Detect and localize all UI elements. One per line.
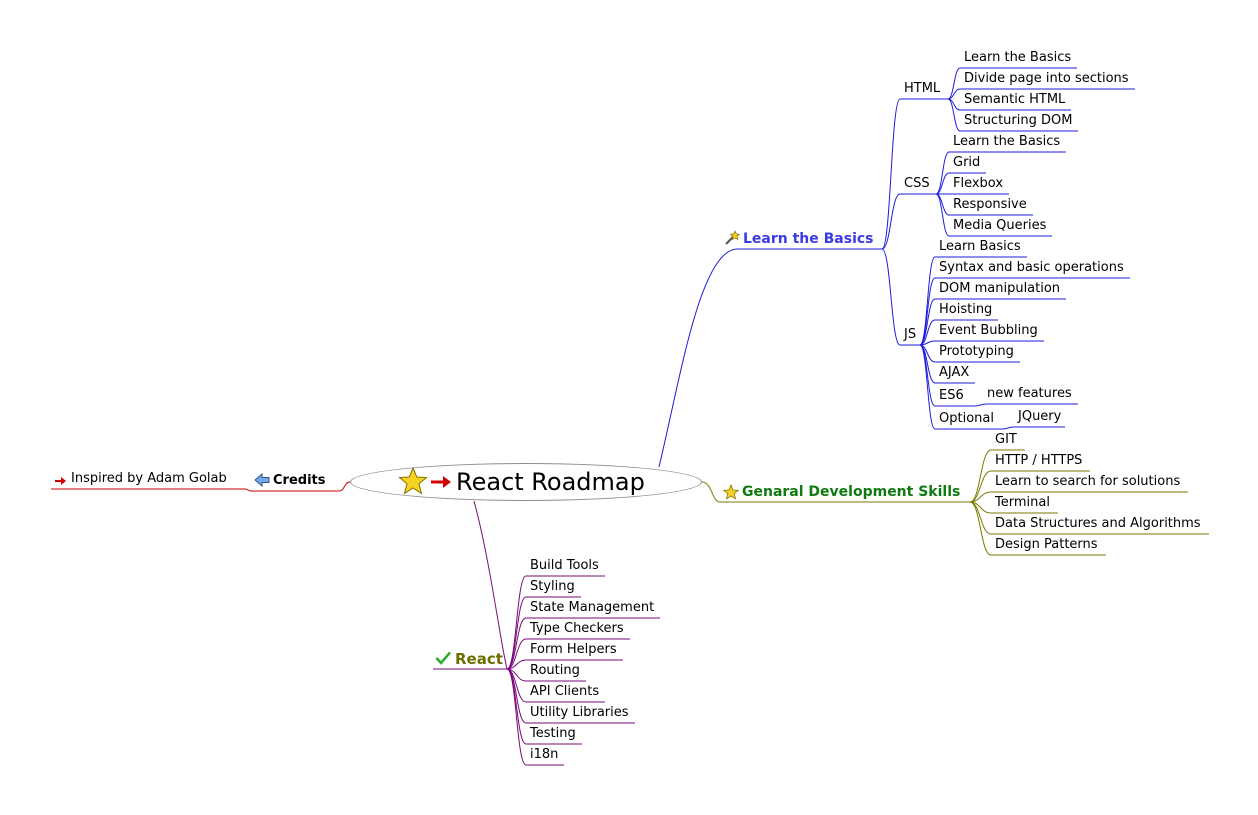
general-item[interactable]: HTTP / HTTPS bbox=[995, 453, 1083, 468]
css-item[interactable]: Grid bbox=[953, 155, 981, 170]
general-item[interactable]: GIT bbox=[995, 432, 1017, 447]
connector-root-general bbox=[701, 481, 721, 503]
small-star-icon bbox=[722, 483, 740, 505]
connector-js-item bbox=[919, 344, 936, 430]
html-item[interactable]: Learn the Basics bbox=[964, 50, 1072, 65]
connector-js-item bbox=[919, 319, 936, 346]
general-item[interactable]: Data Structures and Algorithms bbox=[995, 516, 1201, 531]
react-item[interactable]: API Clients bbox=[530, 684, 600, 699]
connector-react-item bbox=[506, 659, 527, 670]
magic-wand-icon bbox=[724, 230, 741, 251]
connector-basics-sub bbox=[881, 193, 901, 250]
js-item[interactable]: AJAX bbox=[939, 365, 970, 380]
blue-left-arrow-icon bbox=[254, 472, 270, 492]
connector-general-item bbox=[969, 449, 992, 503]
connector-root-react bbox=[473, 500, 508, 670]
js-item[interactable]: Hoisting bbox=[939, 302, 993, 317]
connector-root-basics bbox=[658, 248, 738, 468]
learn-basics-branch[interactable]: Learn the Basics bbox=[743, 231, 874, 247]
html-item[interactable]: Divide page into sections bbox=[964, 71, 1129, 86]
connector-css-item bbox=[935, 151, 950, 195]
general-item[interactable]: Design Patterns bbox=[995, 537, 1098, 552]
react-item[interactable]: Utility Libraries bbox=[530, 705, 629, 720]
connector-react-item bbox=[506, 668, 527, 766]
connector-html-item bbox=[947, 98, 961, 132]
connector-html-item bbox=[947, 67, 961, 100]
js-node[interactable]: JS bbox=[904, 327, 917, 342]
js-item[interactable]: Prototyping bbox=[939, 344, 1014, 359]
general-item[interactable]: Terminal bbox=[995, 495, 1050, 510]
connector-react-item bbox=[506, 596, 527, 670]
es6-node[interactable]: ES6 bbox=[939, 388, 964, 403]
react-item[interactable]: State Management bbox=[530, 600, 655, 615]
connector-basics-sub bbox=[881, 248, 901, 346]
connector-react-item bbox=[506, 617, 527, 670]
js-item[interactable]: Learn Basics bbox=[939, 239, 1021, 254]
react-item[interactable]: Routing bbox=[530, 663, 580, 678]
html-item[interactable]: Structuring DOM bbox=[964, 113, 1073, 128]
connector-html-item bbox=[947, 88, 961, 100]
root-title: React Roadmap bbox=[456, 468, 645, 496]
root-node-ellipse[interactable] bbox=[350, 463, 702, 501]
connector-optional-child bbox=[1001, 426, 1015, 430]
connector-js-item bbox=[919, 298, 936, 346]
es6-child[interactable]: new features bbox=[987, 386, 1072, 401]
connector-js-item bbox=[919, 277, 936, 346]
star-icon bbox=[398, 466, 428, 500]
react-item[interactable]: Build Tools bbox=[530, 558, 599, 573]
react-item[interactable]: Type Checkers bbox=[530, 621, 624, 636]
react-branch[interactable]: React bbox=[455, 650, 503, 668]
js-item[interactable]: Syntax and basic operations bbox=[939, 260, 1124, 275]
css-item[interactable]: Responsive bbox=[953, 197, 1027, 212]
general-item[interactable]: Learn to search for solutions bbox=[995, 474, 1181, 489]
optional-node[interactable]: Optional bbox=[939, 411, 994, 426]
connector-react-item bbox=[506, 638, 527, 670]
html-node[interactable]: HTML bbox=[904, 81, 941, 96]
inspired-by-node[interactable]: Inspired by Adam Golab bbox=[71, 471, 227, 486]
connector-css-item bbox=[935, 172, 950, 195]
react-item[interactable]: Testing bbox=[530, 726, 576, 741]
connector-general-item bbox=[969, 470, 992, 503]
connector-css-item bbox=[935, 193, 950, 237]
react-item[interactable]: i18n bbox=[530, 747, 559, 762]
html-item[interactable]: Semantic HTML bbox=[964, 92, 1066, 107]
connector-credits-child bbox=[244, 488, 252, 492]
checkmark-icon bbox=[435, 651, 451, 670]
css-item[interactable]: Learn the Basics bbox=[953, 134, 1061, 149]
css-node[interactable]: CSS bbox=[904, 176, 930, 191]
general-skills-branch[interactable]: Genaral Development Skills bbox=[742, 484, 961, 500]
connector-basics-sub bbox=[881, 98, 901, 250]
connector-general-item bbox=[969, 501, 992, 556]
red-arrow-icon bbox=[54, 473, 66, 491]
css-item[interactable]: Flexbox bbox=[953, 176, 1004, 191]
red-arrow-icon bbox=[430, 475, 452, 494]
js-item[interactable]: DOM manipulation bbox=[939, 281, 1061, 296]
react-item[interactable]: Form Helpers bbox=[530, 642, 617, 657]
connector-general-item bbox=[969, 491, 992, 503]
connector-es6-child bbox=[973, 403, 988, 407]
optional-child[interactable]: JQuery bbox=[1018, 409, 1062, 424]
js-item[interactable]: Event Bubbling bbox=[939, 323, 1038, 338]
react-item[interactable]: Styling bbox=[530, 579, 575, 594]
css-item[interactable]: Media Queries bbox=[953, 218, 1047, 233]
connector-root-credits bbox=[338, 481, 351, 492]
credits-node[interactable]: Credits bbox=[273, 473, 326, 488]
